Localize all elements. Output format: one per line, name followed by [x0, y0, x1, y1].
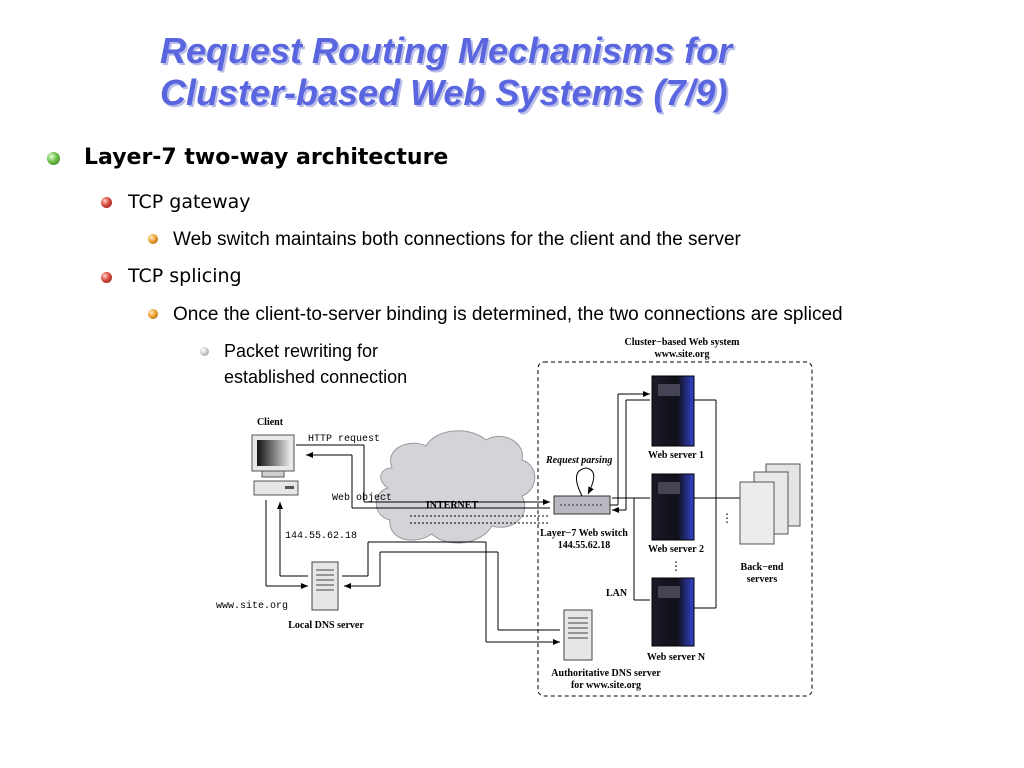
http-request-label: HTTP request [308, 434, 380, 445]
backend-ellipsis: ⋮ [721, 511, 733, 525]
slide-title-line-1: Request Routing Mechanisms for [160, 30, 733, 71]
web-server-2-label: Web server 2 [648, 544, 704, 555]
switch-label: Layer−7 Web switch [540, 528, 628, 539]
backend-servers-icon [739, 463, 801, 545]
bullet-layer7: Layer-7 two-way architecture [84, 145, 449, 170]
slide-title: Request Routing Mechanisms for Cluster-b… [160, 30, 732, 114]
ip-label: 144.55.62.18 [285, 531, 357, 542]
request-parsing-label: Request parsing [545, 455, 612, 466]
bullet-packet-rewriting-line-1: Packet rewriting for [224, 341, 379, 361]
backend-label-1: Back−end [741, 562, 784, 573]
web-server-n-label: Web server N [647, 652, 706, 663]
internet-label: INTERNET [426, 500, 479, 511]
switch-ip-label: 144.55.62.18 [558, 540, 611, 551]
bullet-web-switch: Web switch maintains both connections fo… [173, 229, 741, 250]
bullet-red-icon [101, 272, 112, 283]
authoritative-dns-server-icon [563, 609, 593, 661]
local-dns-server-icon [311, 561, 339, 611]
client-label: Client [257, 417, 284, 428]
bullet-packet-rewriting-line-2: established connection [224, 367, 408, 387]
web-server-1-icon [651, 375, 695, 447]
bullet-grey-icon [200, 347, 209, 356]
local-dns-label: Local DNS server [288, 620, 364, 631]
bullet-red-icon [101, 197, 112, 208]
bullet-tcp-gateway: TCP gateway [128, 191, 251, 213]
auth-dns-label-1: Authoritative DNS server [551, 668, 661, 679]
bullet-orange-icon [148, 309, 158, 319]
bullet-green-icon [47, 152, 60, 165]
web-object-label: Web object [332, 492, 392, 504]
auth-dns-label-2: for www.site.org [571, 680, 641, 691]
lan-label: LAN [606, 588, 628, 599]
backend-label-2: servers [747, 574, 778, 585]
site-url-label: www.site.org [216, 600, 288, 612]
web-server-2-icon [651, 473, 695, 541]
web-server-n-icon [651, 577, 695, 647]
bullet-tcp-splicing: TCP splicing [128, 265, 242, 287]
client-computer-icon [251, 434, 299, 496]
internet-cloud [375, 430, 536, 544]
bullet-packet-rewriting: Packet rewriting for established connect… [224, 338, 407, 390]
web-server-1-label: Web server 1 [648, 450, 704, 461]
cluster-url: www.site.org [655, 349, 710, 360]
bullet-client-binding: Once the client-to-server binding is det… [173, 304, 843, 325]
slide-title-line-2: Cluster-based Web Systems (7/9) [160, 72, 728, 113]
servers-ellipsis: ⋮ [670, 559, 682, 573]
cluster-title: Cluster−based Web system [625, 337, 741, 348]
bullet-orange-icon [148, 234, 158, 244]
